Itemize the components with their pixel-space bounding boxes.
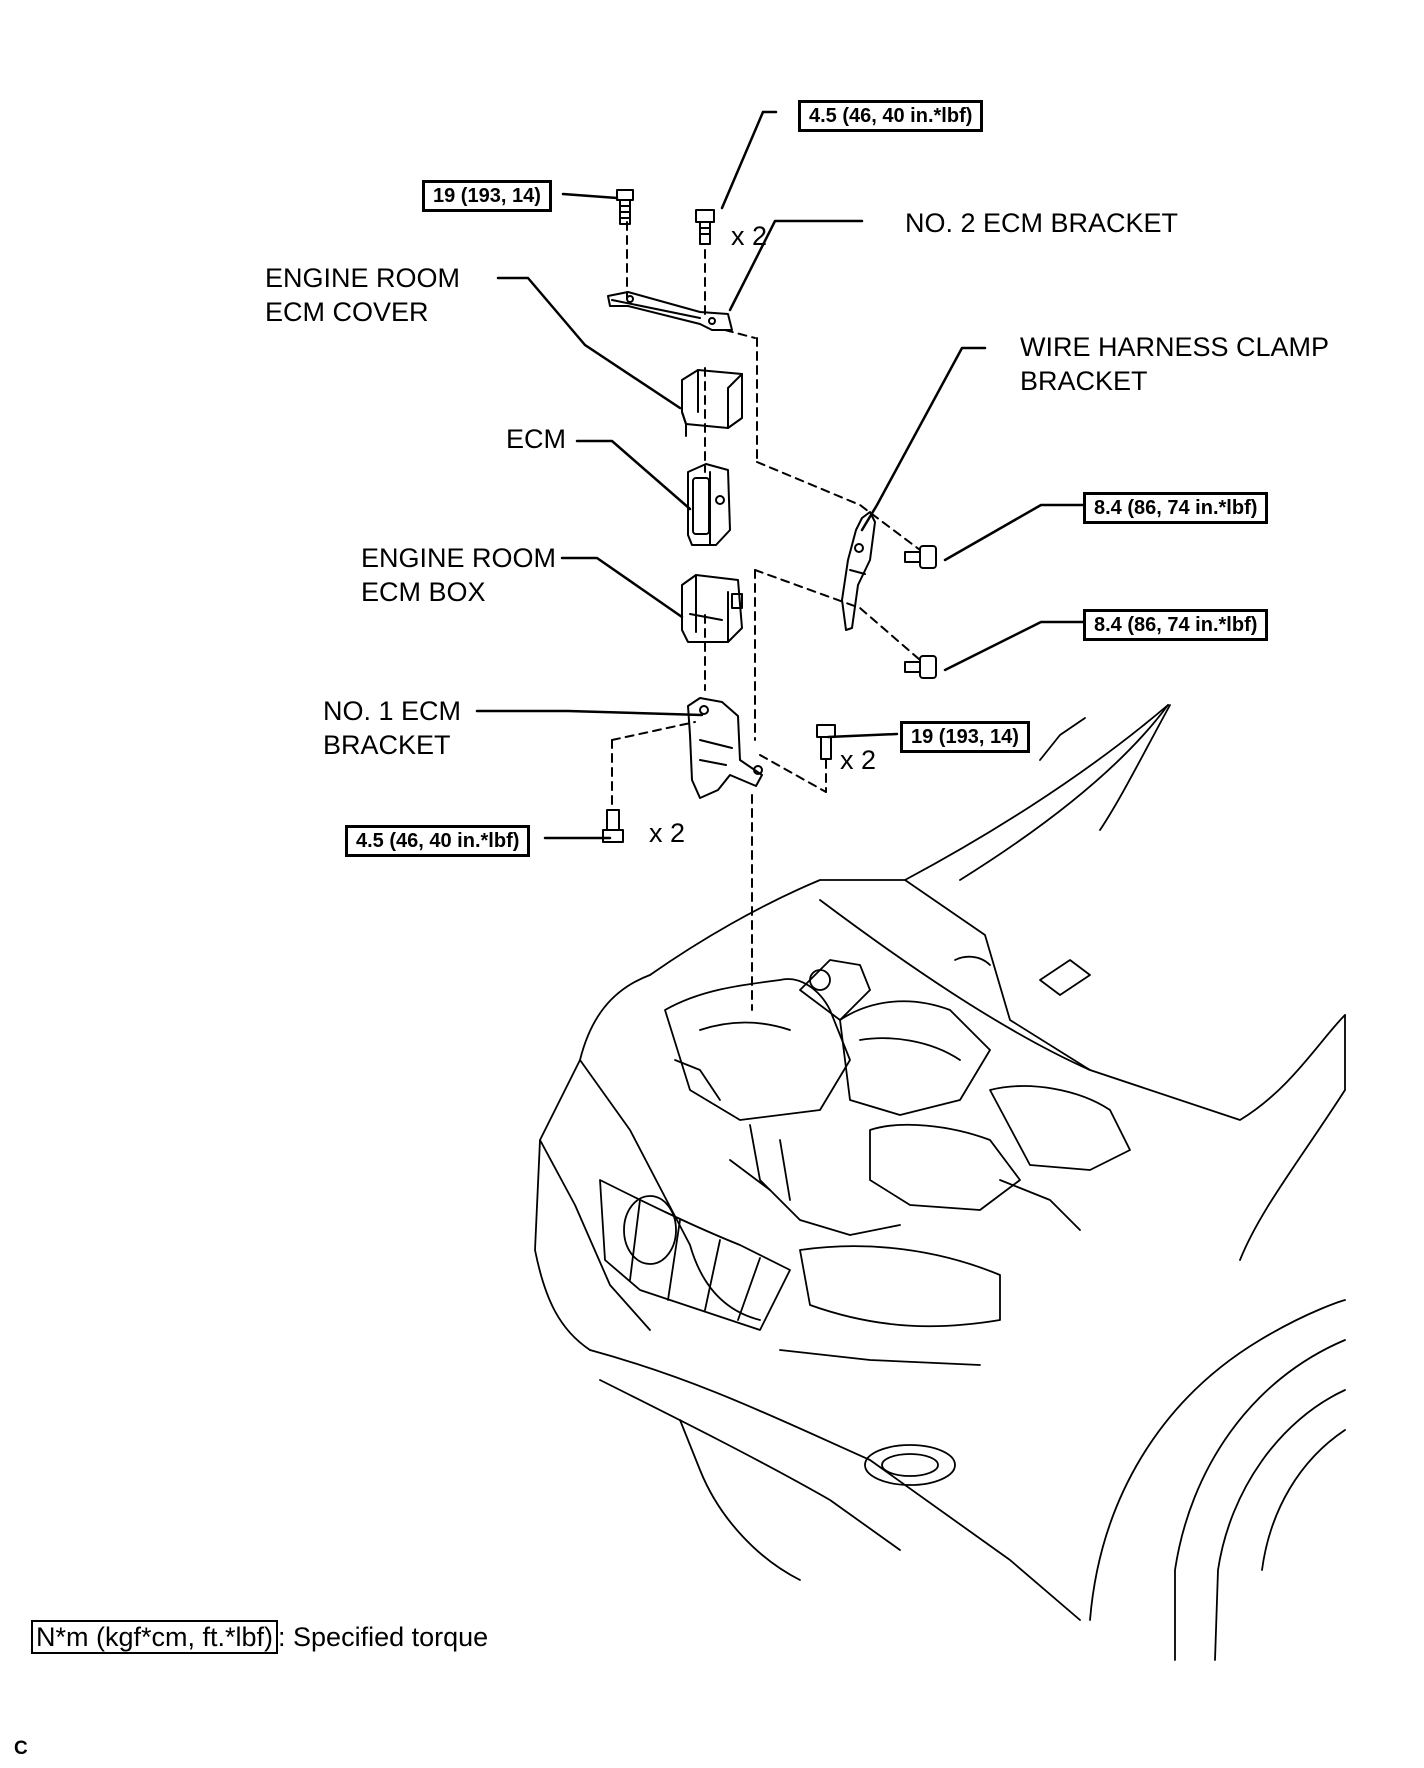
label-line: ECM COVER bbox=[265, 297, 429, 327]
quantity-bracket-bottom-bolts: x 2 bbox=[649, 818, 686, 848]
torque-box-bracket-side-bolts: 19 (193, 14) bbox=[900, 721, 1030, 753]
label-no2-ecm-bracket: NO. 2 ECM BRACKET bbox=[905, 206, 1178, 240]
bolt-top-small bbox=[695, 209, 715, 245]
label-line: BRACKET bbox=[323, 730, 451, 760]
torque-box-clamp-bolt-upper: 8.4 (86, 74 in.*lbf) bbox=[1083, 492, 1269, 524]
label-line: ECM BOX bbox=[361, 577, 486, 607]
no2-ecm-bracket-shape bbox=[607, 291, 733, 331]
torque-box-top-small-bolts: 4.5 (46, 40 in.*lbf) bbox=[798, 100, 984, 132]
label-line: ENGINE ROOM bbox=[361, 543, 557, 573]
label-engine-room-ecm-box: ENGINE ROOM ECM BOX bbox=[361, 541, 556, 609]
label-line: ENGINE ROOM bbox=[265, 263, 461, 293]
legend-meaning: : Specified torque bbox=[278, 1622, 489, 1652]
label-wire-harness-clamp-bracket: WIRE HARNESS CLAMP BRACKET bbox=[1020, 330, 1329, 398]
torque-box-top-large-bolt: 19 (193, 14) bbox=[422, 180, 552, 212]
label-line: BRACKET bbox=[1020, 366, 1148, 396]
label-ecm: ECM bbox=[506, 422, 566, 456]
bolt-top-large bbox=[616, 189, 634, 225]
quantity-top-small-bolts: x 2 bbox=[731, 221, 768, 251]
torque-box-bracket-bottom-bolts: 4.5 (46, 40 in.*lbf) bbox=[345, 825, 531, 857]
ecm-cover-shape bbox=[681, 369, 743, 437]
ecm-shape bbox=[687, 463, 731, 546]
bolt-clamp-upper bbox=[904, 545, 937, 569]
quantity-bracket-side-bolts: x 2 bbox=[840, 745, 877, 775]
ecm-box-shape bbox=[681, 574, 743, 643]
wire-harness-clamp-bracket-shape bbox=[841, 511, 876, 631]
torque-legend: N*m (kgf*cm, ft.*lbf): Specified torque bbox=[31, 1619, 488, 1655]
no1-ecm-bracket-shape bbox=[687, 697, 763, 799]
leader-lines bbox=[475, 110, 1085, 840]
label-line: WIRE HARNESS CLAMP bbox=[1020, 332, 1330, 362]
legend-unit-box: N*m (kgf*cm, ft.*lbf) bbox=[31, 1620, 279, 1654]
label-engine-room-ecm-cover: ENGINE ROOM ECM COVER bbox=[265, 261, 460, 329]
label-line: NO. 2 ECM BRACKET bbox=[905, 208, 1179, 238]
vehicle-outline bbox=[534, 704, 1346, 1661]
torque-box-clamp-bolt-lower: 8.4 (86, 74 in.*lbf) bbox=[1083, 609, 1269, 641]
bolt-clamp-lower bbox=[904, 655, 937, 679]
dashed-assembly-lines bbox=[611, 221, 921, 1011]
label-no1-ecm-bracket: NO. 1 ECM BRACKET bbox=[323, 694, 461, 762]
bolt-bracket-bottom bbox=[602, 809, 624, 843]
label-line: NO. 1 ECM bbox=[323, 696, 462, 726]
bolt-bracket-side bbox=[816, 724, 836, 760]
label-line: ECM bbox=[506, 424, 566, 454]
page-code: C bbox=[14, 1738, 28, 1759]
